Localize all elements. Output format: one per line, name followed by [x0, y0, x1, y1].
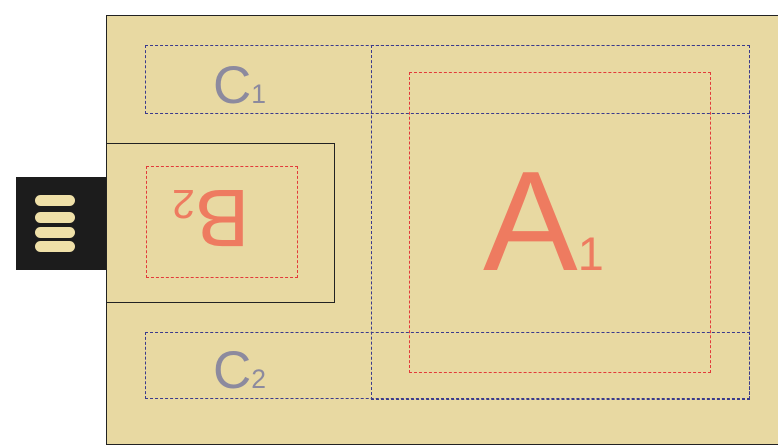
zone-c2-letter: C	[213, 341, 252, 400]
zone-a-outer	[371, 45, 750, 400]
zone-a1-subscript: 1	[577, 228, 604, 280]
zone-a1-letter: A	[483, 142, 578, 301]
contact-strip-1	[35, 195, 75, 206]
zone-a1	[409, 72, 711, 373]
zone-c2	[145, 332, 750, 399]
zone-c1-label: C1	[213, 59, 266, 112]
contact-strip-2	[35, 212, 75, 223]
contact-strip-3	[35, 227, 75, 238]
connector-slot-outline	[106, 143, 335, 303]
zone-c1-subscript: 1	[251, 79, 267, 109]
usb-connector	[16, 177, 106, 270]
card-body	[106, 15, 778, 445]
zone-c1-letter: C	[213, 56, 252, 115]
zone-b2-letter: B	[194, 172, 250, 263]
zone-a1-label: A1	[483, 151, 604, 293]
zone-b2	[146, 166, 298, 278]
usb-card-diagram: C1 A1 C2 B2	[16, 15, 778, 445]
zone-c2-subscript: 2	[251, 364, 267, 394]
zone-c2-label: C2	[213, 344, 266, 397]
zone-b2-label: B2	[172, 172, 250, 263]
contact-strip-4	[35, 241, 75, 252]
zone-b2-subscript: 2	[172, 181, 195, 227]
